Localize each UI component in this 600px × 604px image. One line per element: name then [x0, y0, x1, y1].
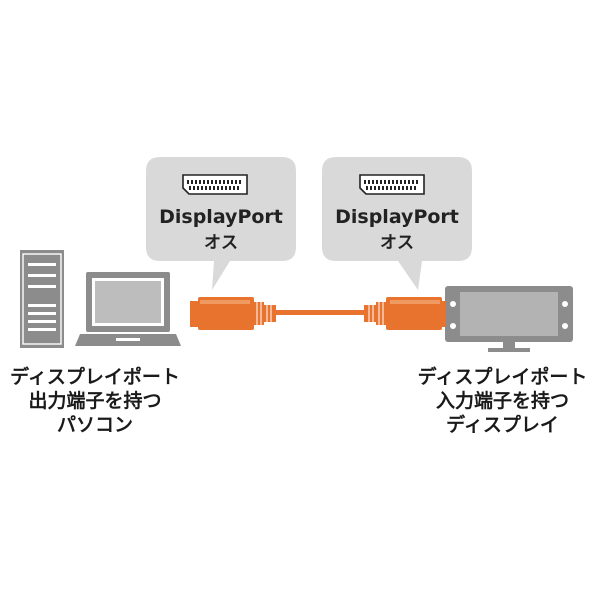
left-connector-gender: オス [204, 233, 238, 253]
displayport-cable [190, 297, 450, 330]
caption-line: 入力端子を持つ [435, 390, 569, 412]
right-connector-name: DisplayPort [335, 206, 459, 228]
displayport-port-icon [359, 174, 425, 195]
laptop-icon [75, 272, 181, 346]
right-connector-bubble: DisplayPort オス [322, 157, 472, 290]
left-connector-name: DisplayPort [159, 206, 283, 228]
caption-line: ディスプレイポート [10, 366, 180, 388]
left-device-caption: ディスプレイポート 出力端子を持つ パソコン [0, 365, 190, 437]
left-connector-bubble: DisplayPort オス [146, 157, 296, 290]
right-connector-gender: オス [380, 233, 414, 253]
right-device-caption: ディスプレイポート 入力端子を持つ ディスプレイ [405, 365, 600, 437]
caption-line: ディスプレイポート [417, 366, 588, 388]
monitor-icon [445, 286, 573, 352]
desktop-tower-icon [20, 250, 64, 348]
caption-line: パソコン [56, 414, 133, 436]
caption-line: ディスプレイ [446, 414, 559, 436]
caption-line: 出力端子を持つ [28, 390, 162, 412]
displayport-port-icon [182, 174, 248, 195]
